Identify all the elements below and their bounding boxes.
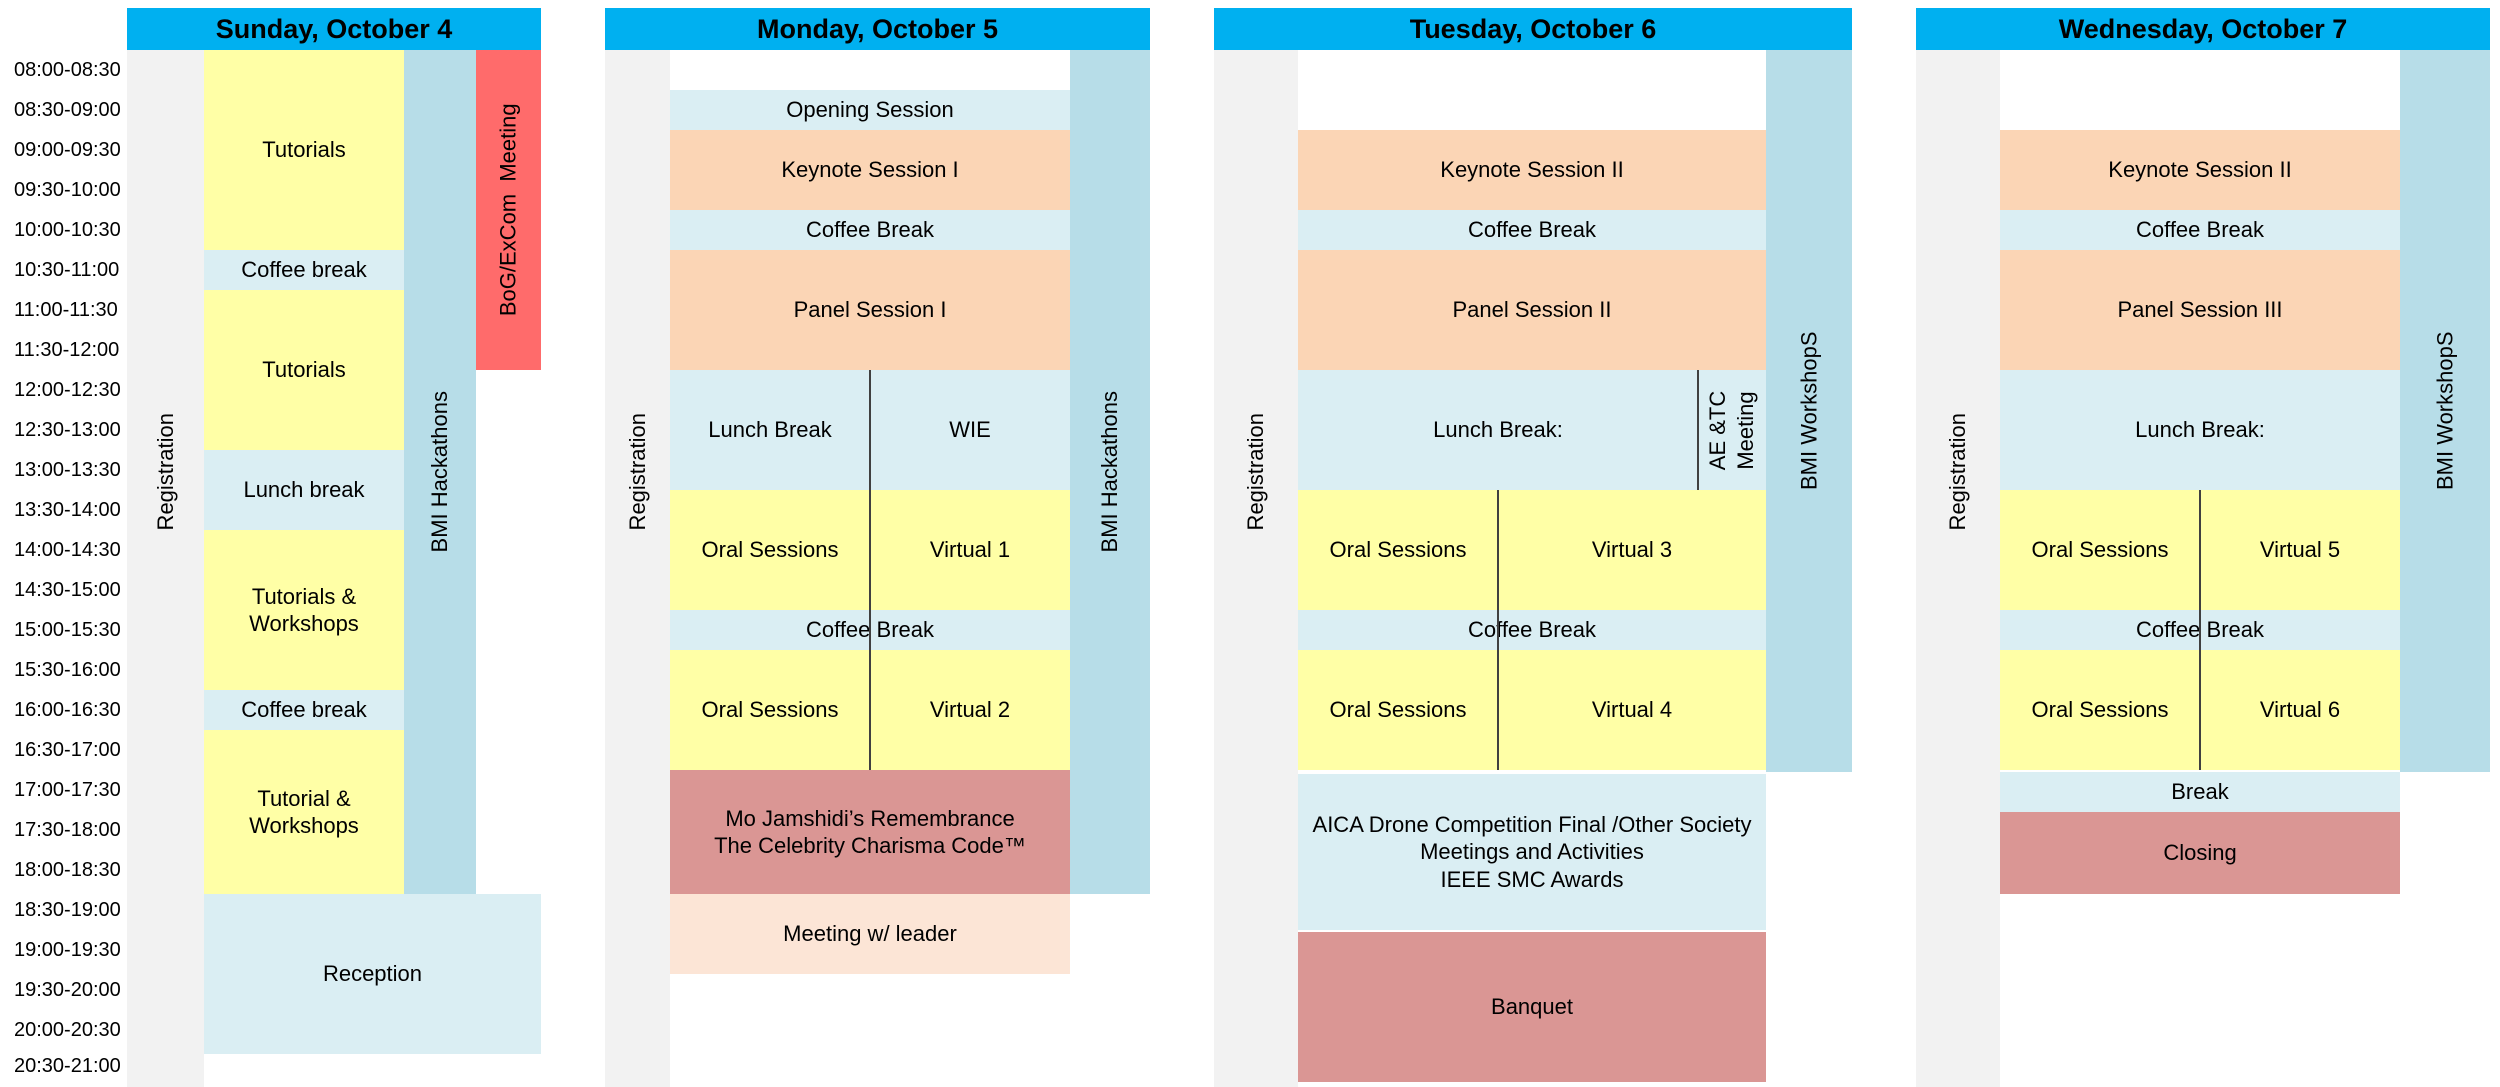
bmi-workshops-label-wednesday: BMI WorkshopS (2432, 331, 2458, 491)
time-slot-label: 11:00-11:30 (14, 298, 118, 321)
time-slot-label: 09:30-10:00 (14, 178, 121, 201)
remembrance-block: Mo Jamshidi’s Remembrance The Celebrity … (670, 770, 1070, 894)
time-slot-label: 13:30-14:00 (14, 498, 121, 521)
time-slot-label: 18:30-19:00 (14, 898, 121, 921)
bmi-workshops-wednesday (2400, 50, 2490, 772)
wednesday-split-line (2199, 490, 2201, 770)
registration-column-sunday-evening (127, 894, 204, 1087)
time-slot-label: 14:30-15:00 (14, 578, 121, 601)
coffee-break-monday-1: Coffee Break (670, 210, 1070, 250)
lunch-break-tuesday: Lunch Break: (1298, 370, 1698, 490)
time-slot-label: 19:00-19:30 (14, 938, 121, 961)
time-slot-label: 12:30-13:00 (14, 418, 121, 441)
panel-session-wednesday: Panel Session III (2000, 250, 2400, 370)
time-slot-label: 10:30-11:00 (14, 258, 120, 281)
aica-drone-competition: AICA Drone Competition Final /Other Soci… (1298, 774, 1766, 930)
bmi-workshops-label-tuesday: BMI WorkshopS (1796, 331, 1822, 491)
registration-label-monday: Registration (624, 413, 650, 531)
coffee-break-sunday-2: Coffee break (204, 690, 404, 730)
keynote-session-monday: Keynote Session I (670, 130, 1070, 210)
opening-session: Opening Session (670, 90, 1070, 130)
lunch-break-sunday: Lunch break (204, 450, 404, 530)
virtual-3-block: Virtual 3 (1498, 490, 1766, 610)
virtual-6-block: Virtual 6 (2200, 650, 2400, 770)
tutorials-block-2: Tutorials (204, 290, 404, 450)
time-slot-label: 18:00-18:30 (14, 858, 121, 881)
bmi-workshops-tuesday (1766, 50, 1852, 772)
ae-tc-meeting-label: AE &TC Meeting (1705, 390, 1759, 470)
day-header-wednesday: Wednesday, October 7 (1916, 8, 2490, 50)
reception-block: Reception (204, 894, 541, 1054)
coffee-break-sunday-1: Coffee break (204, 250, 404, 290)
tutorials-block-1: Tutorials (204, 50, 404, 250)
time-slot-label: 14:00-14:30 (14, 538, 121, 561)
time-slot-label: 08:30-09:00 (14, 98, 121, 121)
tutorials-workshops-block: Tutorials & Workshops (204, 530, 404, 690)
day-header-sunday: Sunday, October 4 (127, 8, 541, 50)
oral-sessions-tuesday-1: Oral Sessions (1298, 490, 1498, 610)
monday-split-line (869, 370, 871, 770)
registration-column-tuesday (1214, 50, 1298, 1087)
time-slot-label: 13:00-13:30 (14, 458, 121, 481)
keynote-session-tuesday: Keynote Session II (1298, 130, 1766, 210)
bog-excom-meeting-label: BoG/ExCom Meeting (495, 103, 521, 317)
tuesday-split-line (1497, 490, 1499, 770)
day-header-monday: Monday, October 5 (605, 8, 1150, 50)
oral-sessions-monday-2: Oral Sessions (670, 650, 870, 770)
coffee-break-tuesday-2: Coffee Break (1298, 610, 1766, 650)
time-slot-label: 15:00-15:30 (14, 618, 121, 641)
registration-label-sunday: Registration (152, 413, 178, 531)
time-slot-label: 09:00-09:30 (14, 138, 121, 161)
oral-sessions-wednesday-1: Oral Sessions (2000, 490, 2200, 610)
lunch-break-wednesday: Lunch Break: (2000, 370, 2400, 490)
ae-tc-meeting (1698, 370, 1766, 490)
panel-session-tuesday: Panel Session II (1298, 250, 1766, 370)
time-slot-label: 19:30-20:00 (14, 978, 121, 1001)
bmi-hackathons-monday (1070, 50, 1150, 894)
bmi-hackathons-sunday (404, 50, 476, 894)
registration-label-tuesday: Registration (1243, 413, 1269, 531)
panel-session-monday: Panel Session I (670, 250, 1070, 370)
time-slot-label: 16:00-16:30 (14, 698, 121, 721)
registration-column-sunday (127, 50, 204, 894)
keynote-session-wednesday: Keynote Session II (2000, 130, 2400, 210)
break-wednesday: Break (2000, 772, 2400, 812)
time-slot-label: 17:30-18:00 (14, 818, 121, 841)
time-slot-label: 20:00-20:30 (14, 1018, 121, 1041)
registration-column-monday (605, 50, 670, 1087)
bog-excom-meeting (476, 50, 541, 370)
registration-label-wednesday: Registration (1945, 413, 1971, 531)
time-slot-label: 16:30-17:00 (14, 738, 121, 761)
lunch-break-monday: Lunch Break (670, 370, 870, 490)
banquet-block: Banquet (1298, 932, 1766, 1082)
time-slot-label: 15:30-16:00 (14, 658, 121, 681)
day-header-tuesday: Tuesday, October 6 (1214, 8, 1852, 50)
meeting-with-leader: Meeting w/ leader (670, 894, 1070, 974)
virtual-5-block: Virtual 5 (2200, 490, 2400, 610)
coffee-break-wednesday-1: Coffee Break (2000, 210, 2400, 250)
bmi-hackathons-label-sunday: BMI Hackathons (427, 391, 453, 553)
wie-block: WIE (870, 370, 1070, 490)
time-slot-label: 20:30-21:00 (14, 1055, 121, 1077)
time-slot-label: 12:00-12:30 (14, 378, 121, 401)
time-slot-label: 17:00-17:30 (14, 778, 121, 801)
tuesday-lunch-split-line (1697, 370, 1699, 490)
virtual-4-block: Virtual 4 (1498, 650, 1766, 770)
registration-column-wednesday (1916, 50, 2000, 1087)
coffee-break-tuesday-1: Coffee Break (1298, 210, 1766, 250)
virtual-2-block: Virtual 2 (870, 650, 1070, 770)
oral-sessions-wednesday-2: Oral Sessions (2000, 650, 2200, 770)
virtual-1-block: Virtual 1 (870, 490, 1070, 610)
bmi-hackathons-label-monday: BMI Hackathons (1097, 391, 1123, 553)
time-slot-label: 10:00-10:30 (14, 218, 121, 241)
tutorial-workshops-block: Tutorial & Workshops (204, 730, 404, 894)
time-slot-label: 11:30-12:00 (14, 338, 120, 361)
oral-sessions-tuesday-2: Oral Sessions (1298, 650, 1498, 770)
time-slot-label: 08:00-08:30 (14, 58, 121, 81)
oral-sessions-monday-1: Oral Sessions (670, 490, 870, 610)
closing-block: Closing (2000, 812, 2400, 894)
